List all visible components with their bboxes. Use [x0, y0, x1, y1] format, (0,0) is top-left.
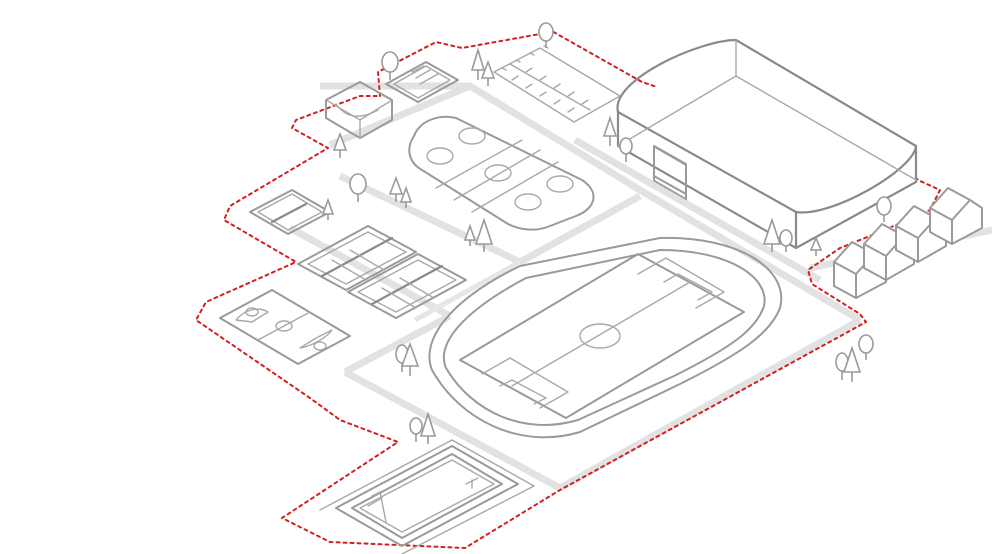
tree [538, 22, 554, 48]
tree [762, 217, 782, 252]
tree [399, 185, 413, 208]
tree [409, 417, 423, 442]
tennis-court [297, 225, 417, 291]
swimming-pool [319, 439, 535, 554]
tree [463, 223, 477, 246]
houses [833, 186, 983, 299]
sports-complex-boundary [195, 29, 941, 549]
football-field [459, 253, 745, 419]
tree [619, 137, 633, 162]
house [929, 186, 983, 245]
volleyball-court [249, 189, 331, 235]
tree [400, 341, 420, 376]
tree [349, 173, 367, 202]
tree [332, 131, 348, 158]
tree [470, 47, 486, 80]
playground [385, 61, 459, 103]
skate-park [325, 81, 393, 139]
ice-rink [408, 115, 595, 231]
tree [602, 115, 618, 146]
tree [419, 411, 437, 444]
trees [321, 22, 892, 444]
tree [388, 175, 404, 202]
tree [858, 334, 874, 360]
basketball-court [219, 289, 351, 365]
tennis-courts [297, 225, 467, 319]
athletics-stadium [428, 236, 783, 439]
tree [474, 217, 494, 252]
tree [842, 345, 862, 382]
tree [381, 51, 399, 80]
tree [809, 235, 823, 256]
tree [876, 196, 892, 222]
tree [321, 197, 335, 220]
tree [480, 59, 496, 86]
tennis-court [347, 253, 467, 319]
tree [779, 229, 793, 252]
indoor-arena [616, 38, 918, 250]
